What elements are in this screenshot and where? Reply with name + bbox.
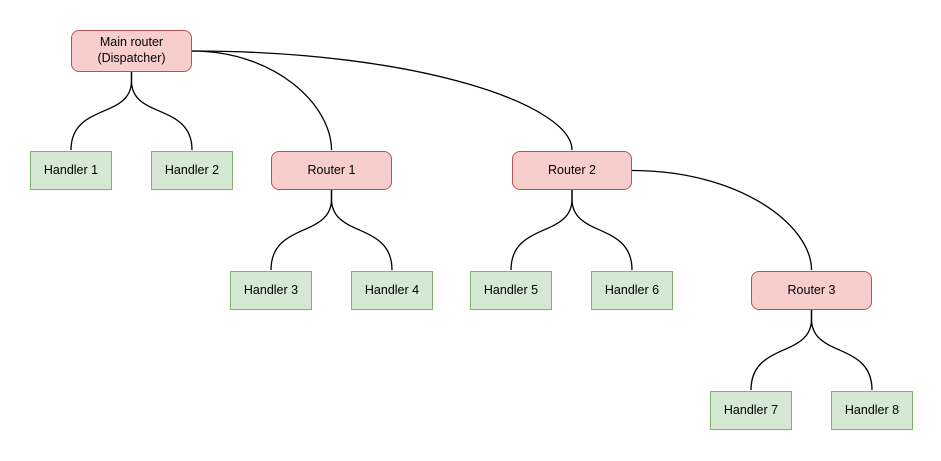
- node-handler-7: Handler 7: [710, 391, 792, 430]
- node-handler-1: Handler 1: [30, 151, 112, 190]
- edge-main-router-to-handler-1: [70, 72, 133, 151]
- edge-router-2-to-router-3: [631, 169, 813, 271]
- edge-main-router-to-router-1: [191, 50, 333, 151]
- edge-router-2-to-handler-6: [571, 190, 633, 271]
- edge-router-3-to-handler-7: [750, 310, 813, 391]
- node-router-1: Router 1: [271, 151, 392, 190]
- node-handler-5: Handler 5: [470, 271, 552, 310]
- node-router-3: Router 3: [751, 271, 872, 310]
- edge-router-2-to-handler-5: [510, 190, 573, 271]
- node-handler-2: Handler 2: [151, 151, 233, 190]
- node-main-router: Main router (Dispatcher): [71, 30, 192, 72]
- node-handler-6: Handler 6: [591, 271, 673, 310]
- edge-router-1-to-handler-3: [270, 190, 333, 271]
- node-handler-8: Handler 8: [831, 391, 913, 430]
- node-handler-3: Handler 3: [230, 271, 312, 310]
- edge-router-1-to-handler-4: [330, 190, 393, 271]
- edge-main-router-to-handler-2: [130, 72, 193, 151]
- edge-main-router-to-router-2: [191, 50, 573, 151]
- edge-router-3-to-handler-8: [810, 310, 873, 391]
- node-router-2: Router 2: [512, 151, 632, 190]
- node-handler-4: Handler 4: [351, 271, 433, 310]
